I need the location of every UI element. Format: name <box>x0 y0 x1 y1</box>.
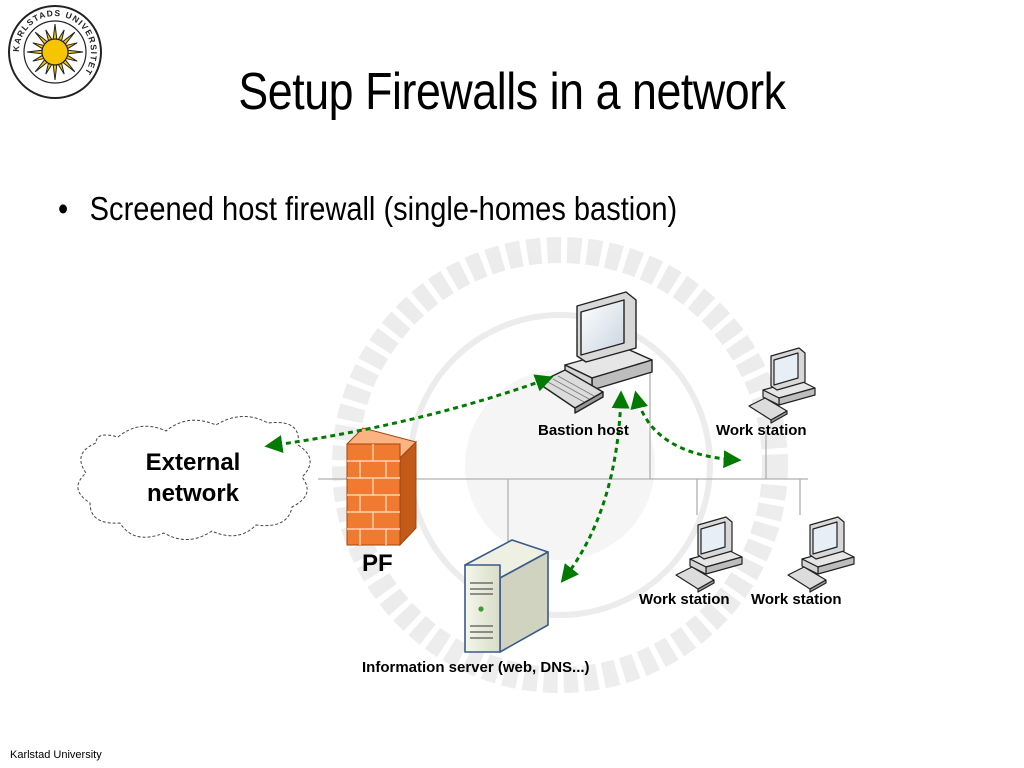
traffic-arrows <box>264 374 742 583</box>
external-network-line1: External <box>145 449 241 476</box>
information-server-label: Information server (web, DNS...) <box>362 659 590 676</box>
information-server-icon <box>464 539 549 653</box>
external-network-line2: network <box>146 480 239 507</box>
sun-icon <box>26 23 84 81</box>
bullet-item: • Screened host firewall (single-homes ba… <box>58 190 677 228</box>
bullet-text: Screened host firewall (single-homes bas… <box>89 190 678 227</box>
footer-text: Karlstad University <box>10 749 102 761</box>
external-network-cloud <box>77 416 311 540</box>
workstation-label: Work station <box>716 422 807 439</box>
workstation-label: Work station <box>751 591 842 608</box>
bullet-marker: • <box>58 190 69 227</box>
workstation-icon <box>675 516 743 593</box>
bastion-host-label: Bastion host <box>538 422 629 439</box>
workstation-label: Work station <box>639 591 730 608</box>
external-network-label: External network <box>118 447 268 509</box>
firewall-label: PF <box>362 550 393 577</box>
university-logo: KARLSTADS UNIVERSITET <box>8 5 102 99</box>
arrow-bastion-to-server <box>560 390 630 583</box>
workstation-icon <box>748 347 816 424</box>
slide-title: Setup Firewalls in a network <box>238 63 786 121</box>
workstation-icon <box>787 516 855 593</box>
firewall-icon <box>346 427 417 547</box>
arrow-external-to-bastion <box>264 374 554 453</box>
arrow-bastion-to-workstation <box>630 390 742 469</box>
